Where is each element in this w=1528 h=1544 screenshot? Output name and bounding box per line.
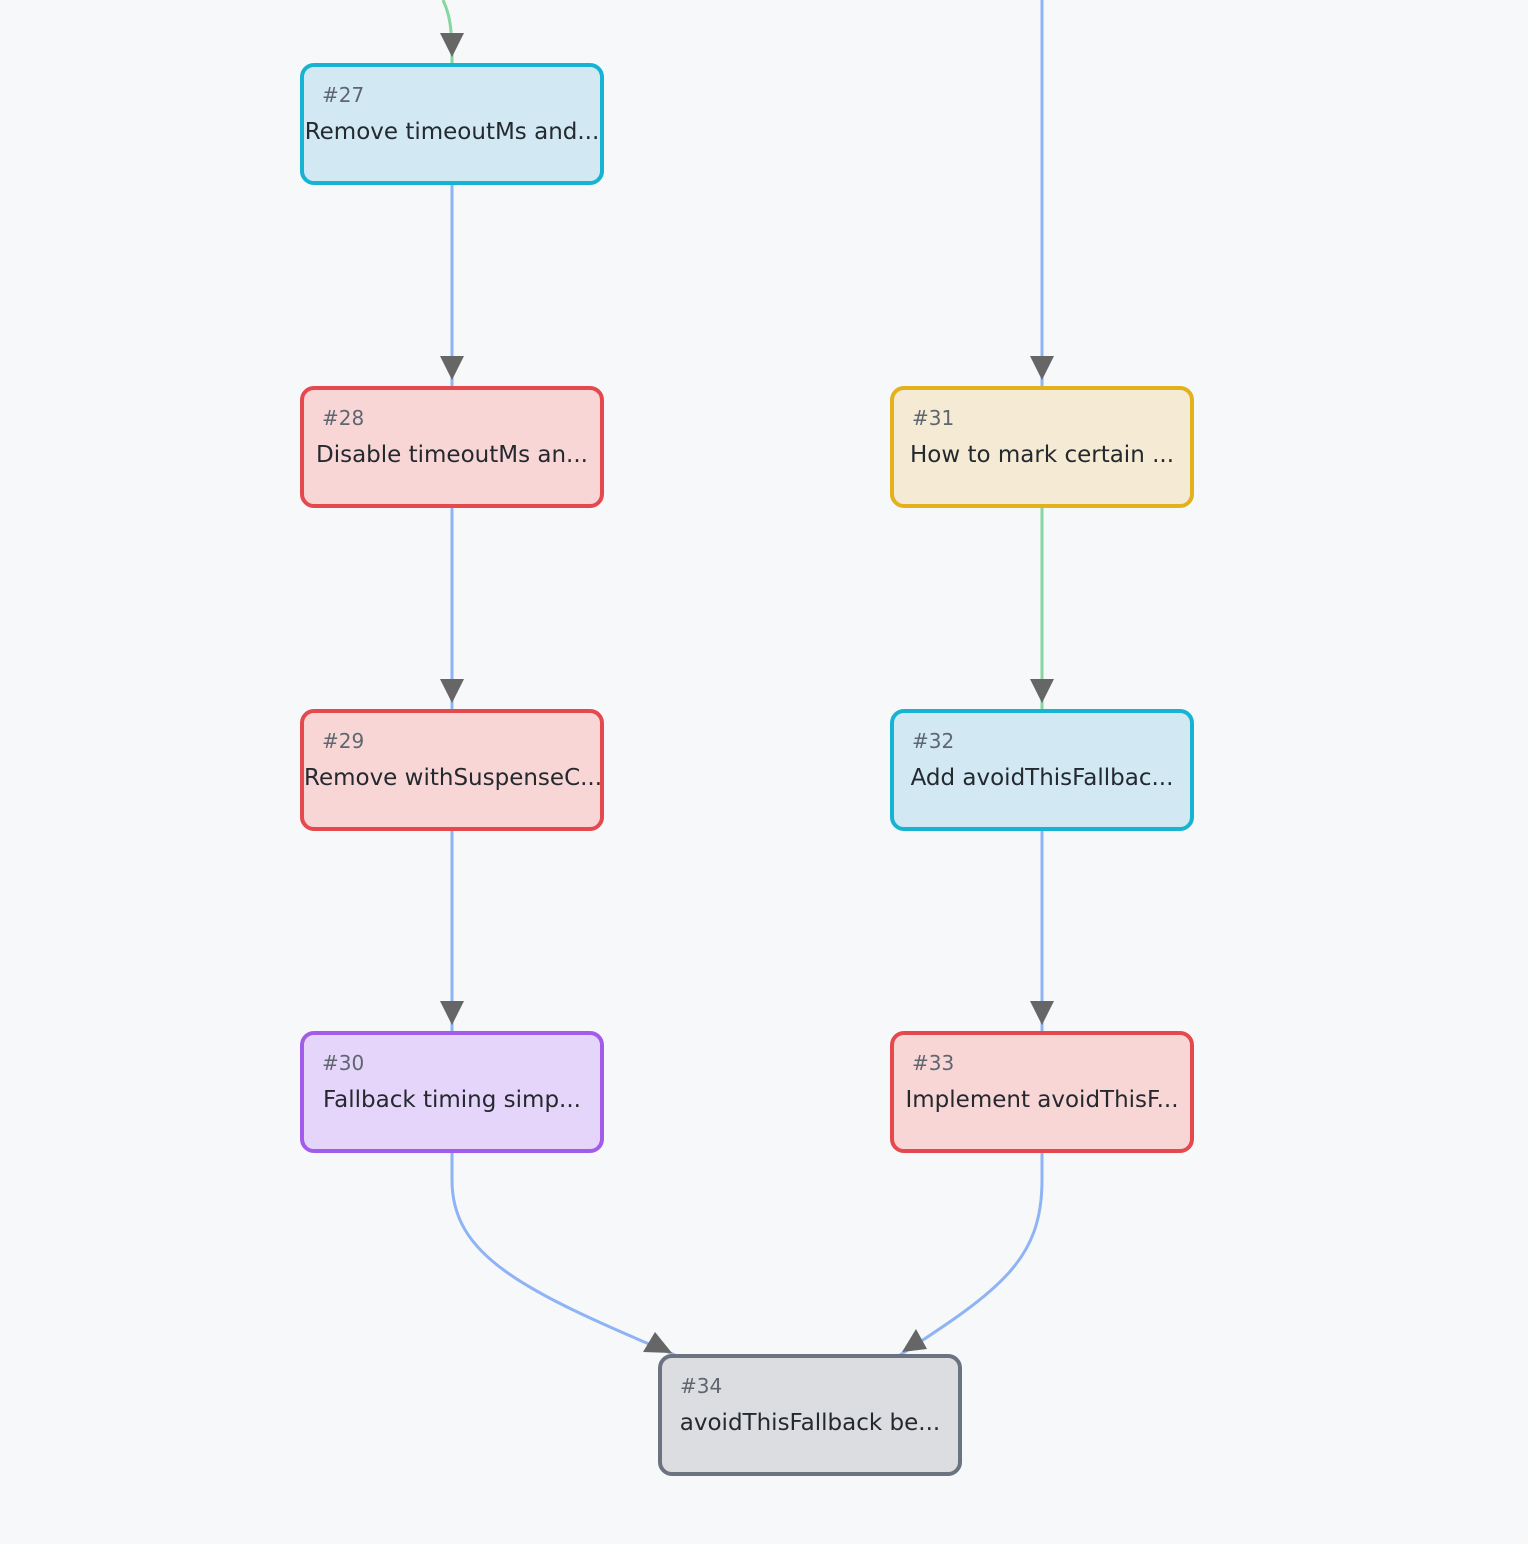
node-title: Remove timeoutMs and... [304, 119, 600, 145]
node-title: Fallback timing simp... [323, 1087, 581, 1113]
arrowhead-33-into-34 [902, 1329, 927, 1352]
graph-node-33[interactable]: #33 Implement avoidThisF... [890, 1031, 1194, 1153]
arrowhead-into-33 [1030, 1001, 1054, 1025]
arrowhead-30-into-34 [643, 1332, 672, 1353]
node-title: Disable timeoutMs an... [315, 442, 588, 468]
node-id-label: #29 [322, 729, 365, 753]
node-id-label: #30 [322, 1051, 365, 1075]
node-id-label: #32 [912, 729, 955, 753]
graph-node-30[interactable]: #30 Fallback timing simp... [300, 1031, 604, 1153]
node-id-label: #27 [322, 83, 365, 107]
node-id-label: #33 [912, 1051, 955, 1075]
graph-node-32[interactable]: #32 Add avoidThisFallbac... [890, 709, 1194, 831]
arrowhead-into-27 [440, 33, 464, 57]
graph-node-34[interactable]: #34 avoidThisFallback be... [658, 1354, 962, 1476]
node-title: Add avoidThisFallbac... [910, 765, 1174, 791]
node-id-label: #31 [912, 406, 955, 430]
edge-33-to-34 [899, 1153, 1044, 1357]
graph-node-27[interactable]: #27 Remove timeoutMs and... [300, 63, 604, 185]
arrowhead-into-28 [440, 356, 464, 380]
arrowhead-into-31 [1030, 356, 1054, 380]
node-id-label: #28 [322, 406, 365, 430]
graph-node-29[interactable]: #29 Remove withSuspenseC... [300, 709, 604, 831]
node-title: avoidThisFallback be... [679, 1410, 941, 1436]
node-title: Implement avoidThisF... [905, 1087, 1179, 1113]
graph-node-28[interactable]: #28 Disable timeoutMs an... [300, 386, 604, 508]
arrowhead-into-30 [440, 1001, 464, 1025]
arrowhead-into-29 [440, 679, 464, 703]
node-title: How to mark certain ... [909, 442, 1175, 468]
edge-30-to-34 [450, 1153, 676, 1357]
graph-node-31[interactable]: #31 How to mark certain ... [890, 386, 1194, 508]
arrowhead-into-32 [1030, 679, 1054, 703]
node-id-label: #34 [680, 1374, 723, 1398]
node-title: Remove withSuspenseC... [304, 765, 600, 791]
